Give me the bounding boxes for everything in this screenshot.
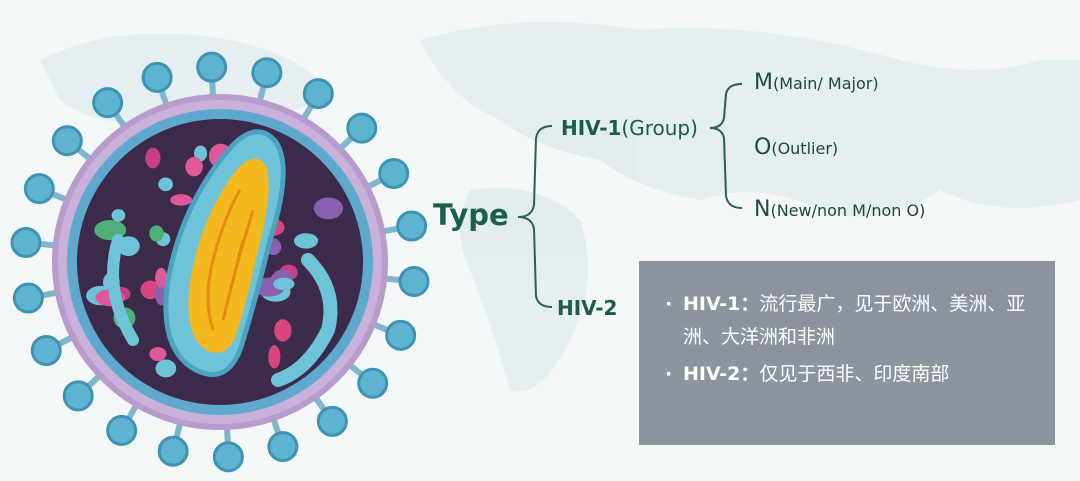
protein-blob [273, 277, 295, 291]
group-m-label: M(Main/ Major) [754, 72, 879, 94]
branch-hiv2-key: HIV-2 [557, 296, 618, 320]
group-o-note: (Outlier) [771, 139, 839, 158]
branch-hiv1-key: HIV-1 [561, 116, 622, 140]
info-item-hiv2: · HIV-2：仅见于西非、印度南部 [665, 358, 1039, 391]
info-item-hiv1-text: HIV-1：流行最广，见于欧洲、美洲、亚洲、大洋洲和非洲 [683, 288, 1039, 354]
branch-hiv2-label: HIV-2 [557, 298, 617, 318]
hiv-virion-illustration [10, 51, 430, 473]
spike-head [196, 51, 228, 83]
info-item-hiv1-key: HIV-1： [683, 293, 760, 315]
protein-blob [170, 194, 192, 206]
group-n-note: (New/non M/non O) [770, 201, 926, 220]
spike-head [357, 367, 389, 399]
spike-head [30, 335, 62, 367]
spike-head [346, 112, 378, 144]
spike-head [302, 78, 334, 110]
info-item-hiv1-body: 流行最广，见于欧洲、美洲、亚洲、大洋洲和非洲 [683, 293, 1026, 348]
spike-head [62, 380, 94, 412]
group-o-letter: O [754, 135, 772, 160]
protein-blob [274, 319, 292, 342]
protein-blob [155, 359, 177, 378]
protein-blob [145, 147, 161, 169]
group-n-letter: N [754, 197, 771, 222]
info-item-hiv2-body: 仅见于西非、印度南部 [759, 363, 950, 385]
group-o-label: O(Outlier) [754, 137, 838, 159]
info-item-hiv2-text: HIV-2：仅见于西非、印度南部 [683, 358, 949, 391]
spike-head [378, 157, 410, 189]
info-item-hiv2-key: HIV-2： [683, 363, 760, 385]
protein-blob [293, 233, 319, 249]
distribution-info-box: · HIV-1：流行最广，见于欧洲、美洲、亚洲、大洋洲和非洲 · HIV-2：仅… [639, 261, 1055, 445]
protein-blob [155, 267, 168, 288]
protein-blob [149, 347, 167, 361]
spike-head [316, 405, 348, 437]
protein-blob [194, 145, 208, 162]
group-m-letter: M [754, 70, 773, 95]
protein-blob [185, 156, 203, 177]
spike-head [398, 265, 430, 297]
protein-blob [111, 209, 126, 222]
branch-hiv1-note: (Group) [621, 116, 698, 140]
root-type-label: Type [433, 198, 509, 232]
info-item-hiv1: · HIV-1：流行最广，见于欧洲、美洲、亚洲、大洋洲和非洲 [665, 288, 1039, 354]
spike-head [396, 210, 428, 242]
spike-head [92, 87, 124, 119]
spike-head [385, 319, 417, 351]
spike-head [157, 435, 189, 467]
spike-head [106, 414, 138, 446]
spike-head [251, 57, 283, 89]
spike-head [51, 125, 83, 157]
spike-head [10, 227, 42, 259]
spike-head [267, 431, 299, 463]
protein-blob [268, 345, 281, 369]
protein-blob [149, 225, 164, 242]
protein-blob [158, 177, 173, 192]
branch-hiv1-label: HIV-1(Group) [561, 118, 698, 138]
group-m-note: (Main/ Major) [772, 74, 879, 93]
spike-head [12, 282, 44, 314]
bullet-icon: · [665, 293, 673, 315]
spike-head [212, 441, 244, 473]
spike-head [23, 173, 55, 205]
spike-head [141, 61, 173, 93]
group-n-label: N(New/non M/non O) [754, 199, 925, 221]
bullet-icon: · [665, 363, 673, 385]
protein-blob [313, 197, 344, 220]
